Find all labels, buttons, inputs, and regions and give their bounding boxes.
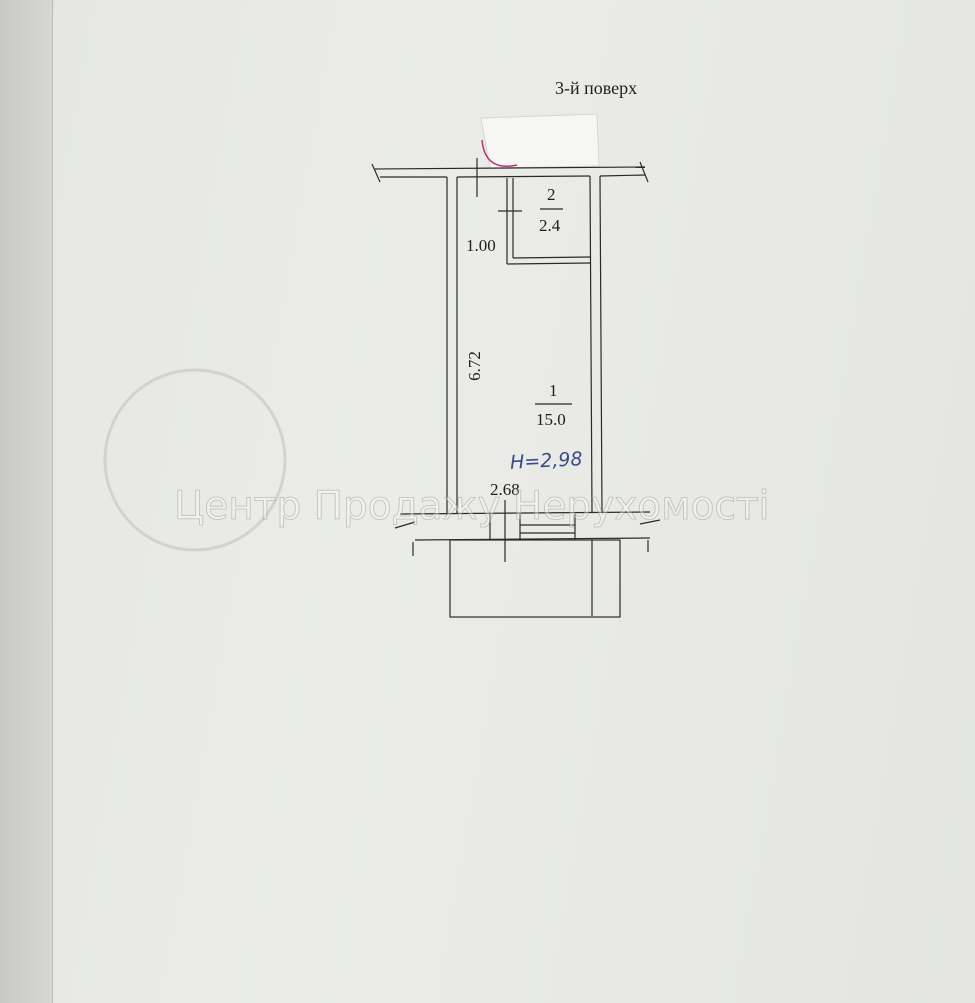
room-1-area: 15.0 [536,410,566,429]
room-1-number: 1 [549,381,558,400]
ceiling-height-note: Н=2,98 [509,448,584,474]
room-2-area: 2.4 [539,216,561,235]
faded-stamp [103,368,287,552]
dimension-bottom-width: 2.68 [490,480,520,499]
room-2-number: 2 [547,185,556,204]
watermark: Центр Продажу Нерухомості [173,484,770,530]
page-edge [0,0,53,1003]
dimension-length: 6.72 [464,351,484,381]
paper-note [480,113,600,169]
dimension-top-width: 1.00 [466,236,496,255]
floor-title: 3-й поверх [555,78,638,98]
pink-arc-mark [481,139,518,167]
